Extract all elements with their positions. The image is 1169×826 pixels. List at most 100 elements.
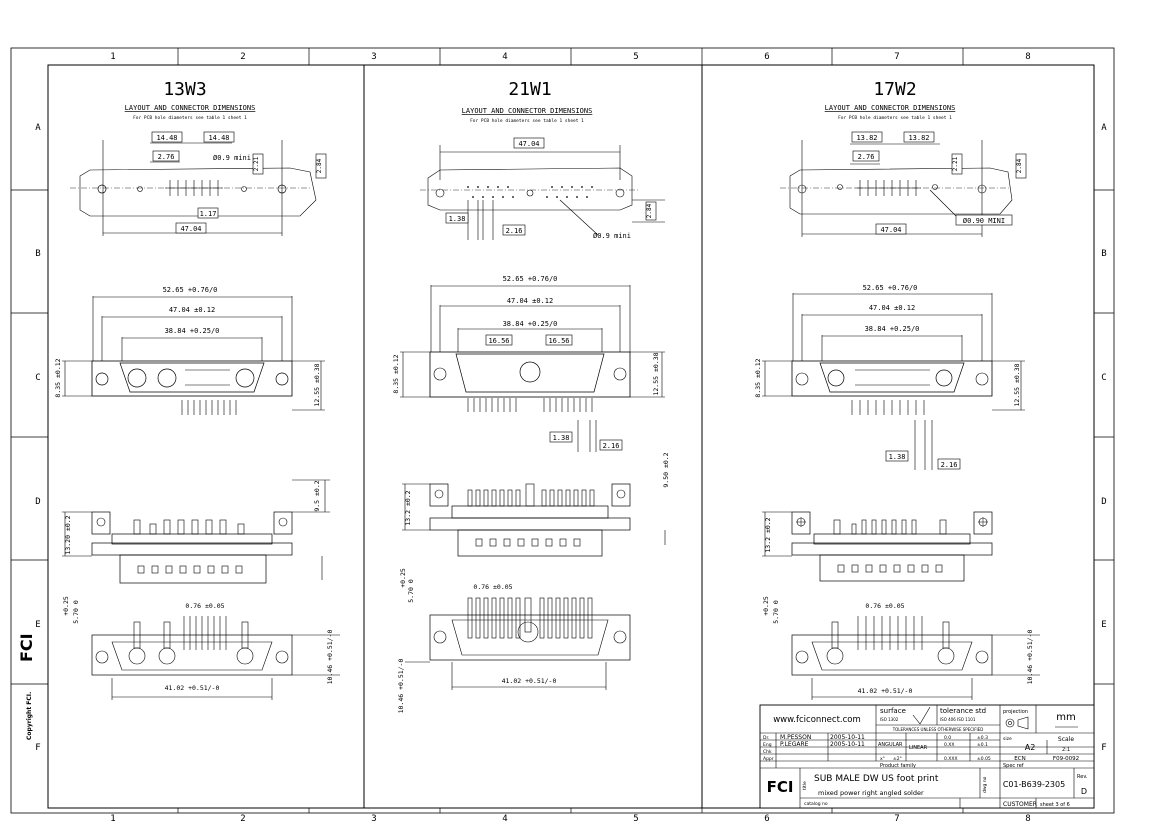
svg-text:16.56: 16.56	[548, 337, 569, 345]
col-label: 6	[764, 52, 769, 62]
row-label: E	[1101, 620, 1106, 630]
svg-text:dwg no: dwg no	[982, 776, 988, 793]
svg-text:1.38: 1.38	[553, 434, 570, 442]
svg-text:tolerance std: tolerance std	[940, 707, 986, 715]
svg-text:41.02 +0.51/-0: 41.02 +0.51/-0	[858, 687, 913, 695]
svg-text:2005-10-11: 2005-10-11	[830, 734, 865, 741]
svg-text:2005-10-11: 2005-10-11	[830, 741, 865, 748]
svg-text:Eng: Eng	[763, 742, 772, 748]
view-title: 13W3	[163, 79, 206, 100]
svg-text:1.38: 1.38	[449, 215, 466, 223]
drawing-number: C01-B639-2305	[1003, 780, 1065, 789]
view-title: 17W2	[873, 79, 916, 100]
svg-text:Ø0.9 mini: Ø0.9 mini	[213, 154, 251, 162]
row-label: F	[1101, 743, 1106, 753]
svg-text:+0.25: +0.25	[399, 568, 407, 588]
svg-text:projection: projection	[1003, 709, 1028, 715]
svg-text:P.LEGARE: P.LEGARE	[780, 741, 809, 748]
svg-text:47.04 ±0.12: 47.04 ±0.12	[169, 306, 215, 314]
svg-text:12.55 ±0.38: 12.55 ±0.38	[1013, 363, 1021, 406]
fci-logo: FCI	[767, 778, 794, 796]
svg-text:Spec ref: Spec ref	[1003, 763, 1024, 769]
svg-text:13.82: 13.82	[856, 134, 877, 142]
svg-text:surface: surface	[880, 707, 906, 715]
svg-text:±0.05: ±0.05	[977, 756, 991, 762]
col-label: 6	[764, 814, 769, 824]
row-label: B	[35, 249, 40, 259]
row-label: D	[35, 497, 40, 507]
svg-text:8.35 ±0.12: 8.35 ±0.12	[54, 358, 62, 397]
svg-text:12.55 ±0.38: 12.55 ±0.38	[652, 352, 660, 395]
svg-text:Scale: Scale	[1058, 736, 1074, 743]
svg-text:13.20 ±0.2: 13.20 ±0.2	[64, 515, 72, 554]
svg-text:2.76: 2.76	[858, 153, 875, 161]
col-label: 1	[110, 52, 115, 62]
view-note: For PCB hole diameters see table 1 sheet…	[838, 115, 952, 121]
svg-text:47.04: 47.04	[880, 226, 901, 234]
svg-text:mixed power right angled solde: mixed power right angled solder	[818, 789, 924, 797]
row-label: D	[1101, 497, 1106, 507]
svg-text:9.50 ±0.2: 9.50 ±0.2	[662, 452, 670, 487]
svg-text:5.70 0: 5.70 0	[72, 600, 80, 624]
col-label: 2	[240, 52, 245, 62]
svg-text:Product family: Product family	[880, 763, 916, 769]
svg-text:5.70 0: 5.70 0	[772, 600, 780, 624]
svg-text:5.70 0: 5.70 0	[407, 579, 415, 603]
svg-text:M.PESSON: M.PESSON	[780, 734, 811, 741]
svg-text:sheet 3 of 6: sheet 3 of 6	[1040, 802, 1070, 808]
revision: D	[1081, 787, 1087, 796]
svg-text:Chk: Chk	[763, 749, 772, 755]
svg-text:1.38: 1.38	[889, 453, 906, 461]
svg-text:38.84 +0.25/0: 38.84 +0.25/0	[503, 320, 558, 328]
svg-text:2.76: 2.76	[158, 153, 175, 161]
svg-text:2.16: 2.16	[941, 461, 958, 469]
column-ticks	[177, 48, 964, 813]
svg-text:8.35 ±0.12: 8.35 ±0.12	[392, 354, 400, 393]
svg-text:41.02 +0.51/-0: 41.02 +0.51/-0	[165, 684, 220, 692]
svg-text:9.5 ±0.2: 9.5 ±0.2	[313, 480, 321, 511]
svg-text:FCI: FCI	[17, 633, 36, 662]
svg-text:1.17: 1.17	[200, 210, 217, 218]
svg-text:2.16: 2.16	[506, 227, 523, 235]
view-note: For PCB hole diameters see table 1 sheet…	[470, 118, 584, 124]
col-label: 1	[110, 814, 115, 824]
svg-text:2.16: 2.16	[603, 442, 620, 450]
view-subtitle: LAYOUT AND CONNECTOR DIMENSIONS	[462, 107, 593, 115]
svg-text:+0.25: +0.25	[762, 596, 770, 616]
svg-text:52.65 +0.76/0: 52.65 +0.76/0	[863, 284, 918, 292]
view-note: For PCB hole diameters see table 1 sheet…	[133, 115, 247, 121]
svg-text:10.46 +0.51/-0: 10.46 +0.51/-0	[1026, 630, 1034, 685]
copyright: Copyright FCI.	[26, 692, 33, 740]
col-label: 7	[894, 52, 899, 62]
svg-text:12.55 ±0.38: 12.55 ±0.38	[313, 363, 321, 406]
view-17w2: 17W2 LAYOUT AND CONNECTOR DIMENSIONS For…	[754, 79, 1040, 700]
row-label: C	[1101, 373, 1106, 383]
svg-text:0.76 ±0.05: 0.76 ±0.05	[473, 583, 512, 591]
col-label: 5	[633, 52, 638, 62]
svg-text:±0.3: ±0.3	[977, 735, 988, 741]
svg-text:x°: x°	[880, 756, 885, 762]
svg-text:Ø0.90 MINI: Ø0.90 MINI	[963, 217, 1005, 225]
svg-text:2.21: 2.21	[253, 156, 260, 171]
row-label: C	[35, 373, 40, 383]
svg-text:ANGULAR: ANGULAR	[878, 742, 903, 748]
svg-text:0.76 ±0.05: 0.76 ±0.05	[185, 602, 224, 610]
svg-text:LINEAR: LINEAR	[909, 745, 928, 751]
col-label: 4	[502, 52, 507, 62]
svg-text:±2°: ±2°	[893, 756, 902, 762]
svg-text:0.76 ±0.05: 0.76 ±0.05	[865, 602, 904, 610]
col-label: 8	[1025, 814, 1030, 824]
svg-text:+0.25: +0.25	[62, 596, 70, 616]
svg-text:14.48: 14.48	[156, 134, 177, 142]
row-ticks	[11, 189, 1114, 685]
row-label: E	[35, 620, 40, 630]
svg-text:52.65 +0.76/0: 52.65 +0.76/0	[163, 286, 218, 294]
view-13w3: 13W3 LAYOUT AND CONNECTOR DIMENSIONS For…	[54, 79, 340, 700]
svg-text:13.2 ±0.2: 13.2 ±0.2	[764, 517, 772, 552]
svg-text:0.XXX: 0.XXX	[944, 756, 958, 762]
view-title: 21W1	[508, 79, 551, 100]
svg-text:Ø0.9 mini: Ø0.9 mini	[593, 232, 631, 240]
row-label: A	[1101, 123, 1107, 133]
svg-text:Dr.: Dr.	[763, 735, 769, 741]
svg-text:47.04: 47.04	[518, 140, 539, 148]
